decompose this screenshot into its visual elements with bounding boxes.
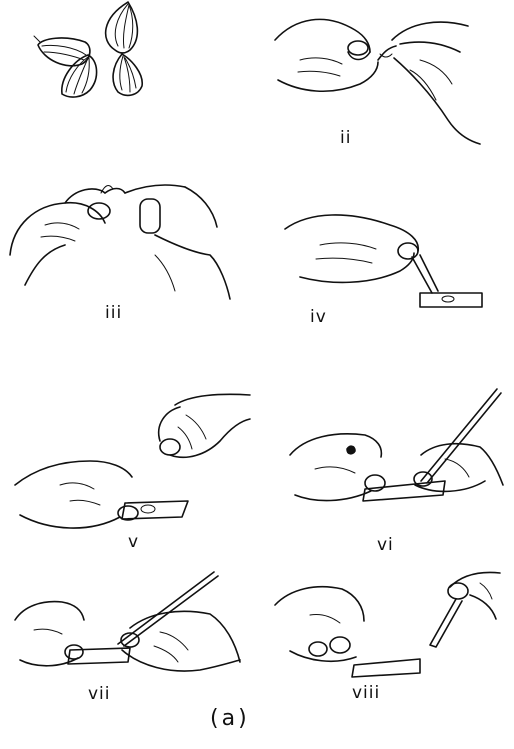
placing-peel-on-slide-illustration <box>280 205 490 320</box>
panel-vii: vii <box>10 570 250 710</box>
panel-viii: viii <box>270 565 510 715</box>
removing-excess-illustration <box>270 565 510 690</box>
panel-i-onion-bulbs <box>30 0 170 100</box>
panel-label-vii: vii <box>88 684 111 704</box>
panel-iv: iv <box>280 205 490 330</box>
panel-label-iv: iv <box>310 307 327 327</box>
panel-label-v: v <box>128 532 139 552</box>
spreading-with-needle-illustration <box>285 385 510 535</box>
peeling-scale-leaf-illustration <box>270 0 490 150</box>
panel-label-ii: ii <box>340 128 351 148</box>
panel-vi: vi <box>285 385 510 555</box>
panel-v: v <box>10 385 260 555</box>
panel-iii: iii <box>5 175 235 330</box>
lowering-coverslip-illustration <box>10 570 250 685</box>
panel-label-viii: viii <box>352 683 380 703</box>
onion-bulbs-illustration <box>30 0 170 100</box>
tearing-epidermis-illustration <box>5 175 235 300</box>
panel-label-iii: iii <box>105 303 122 323</box>
panel-label-vi: vi <box>377 535 394 555</box>
figure-caption: (a) <box>210 706 250 731</box>
adding-drop-to-slide-illustration <box>10 385 260 535</box>
panel-ii: ii <box>270 0 490 160</box>
